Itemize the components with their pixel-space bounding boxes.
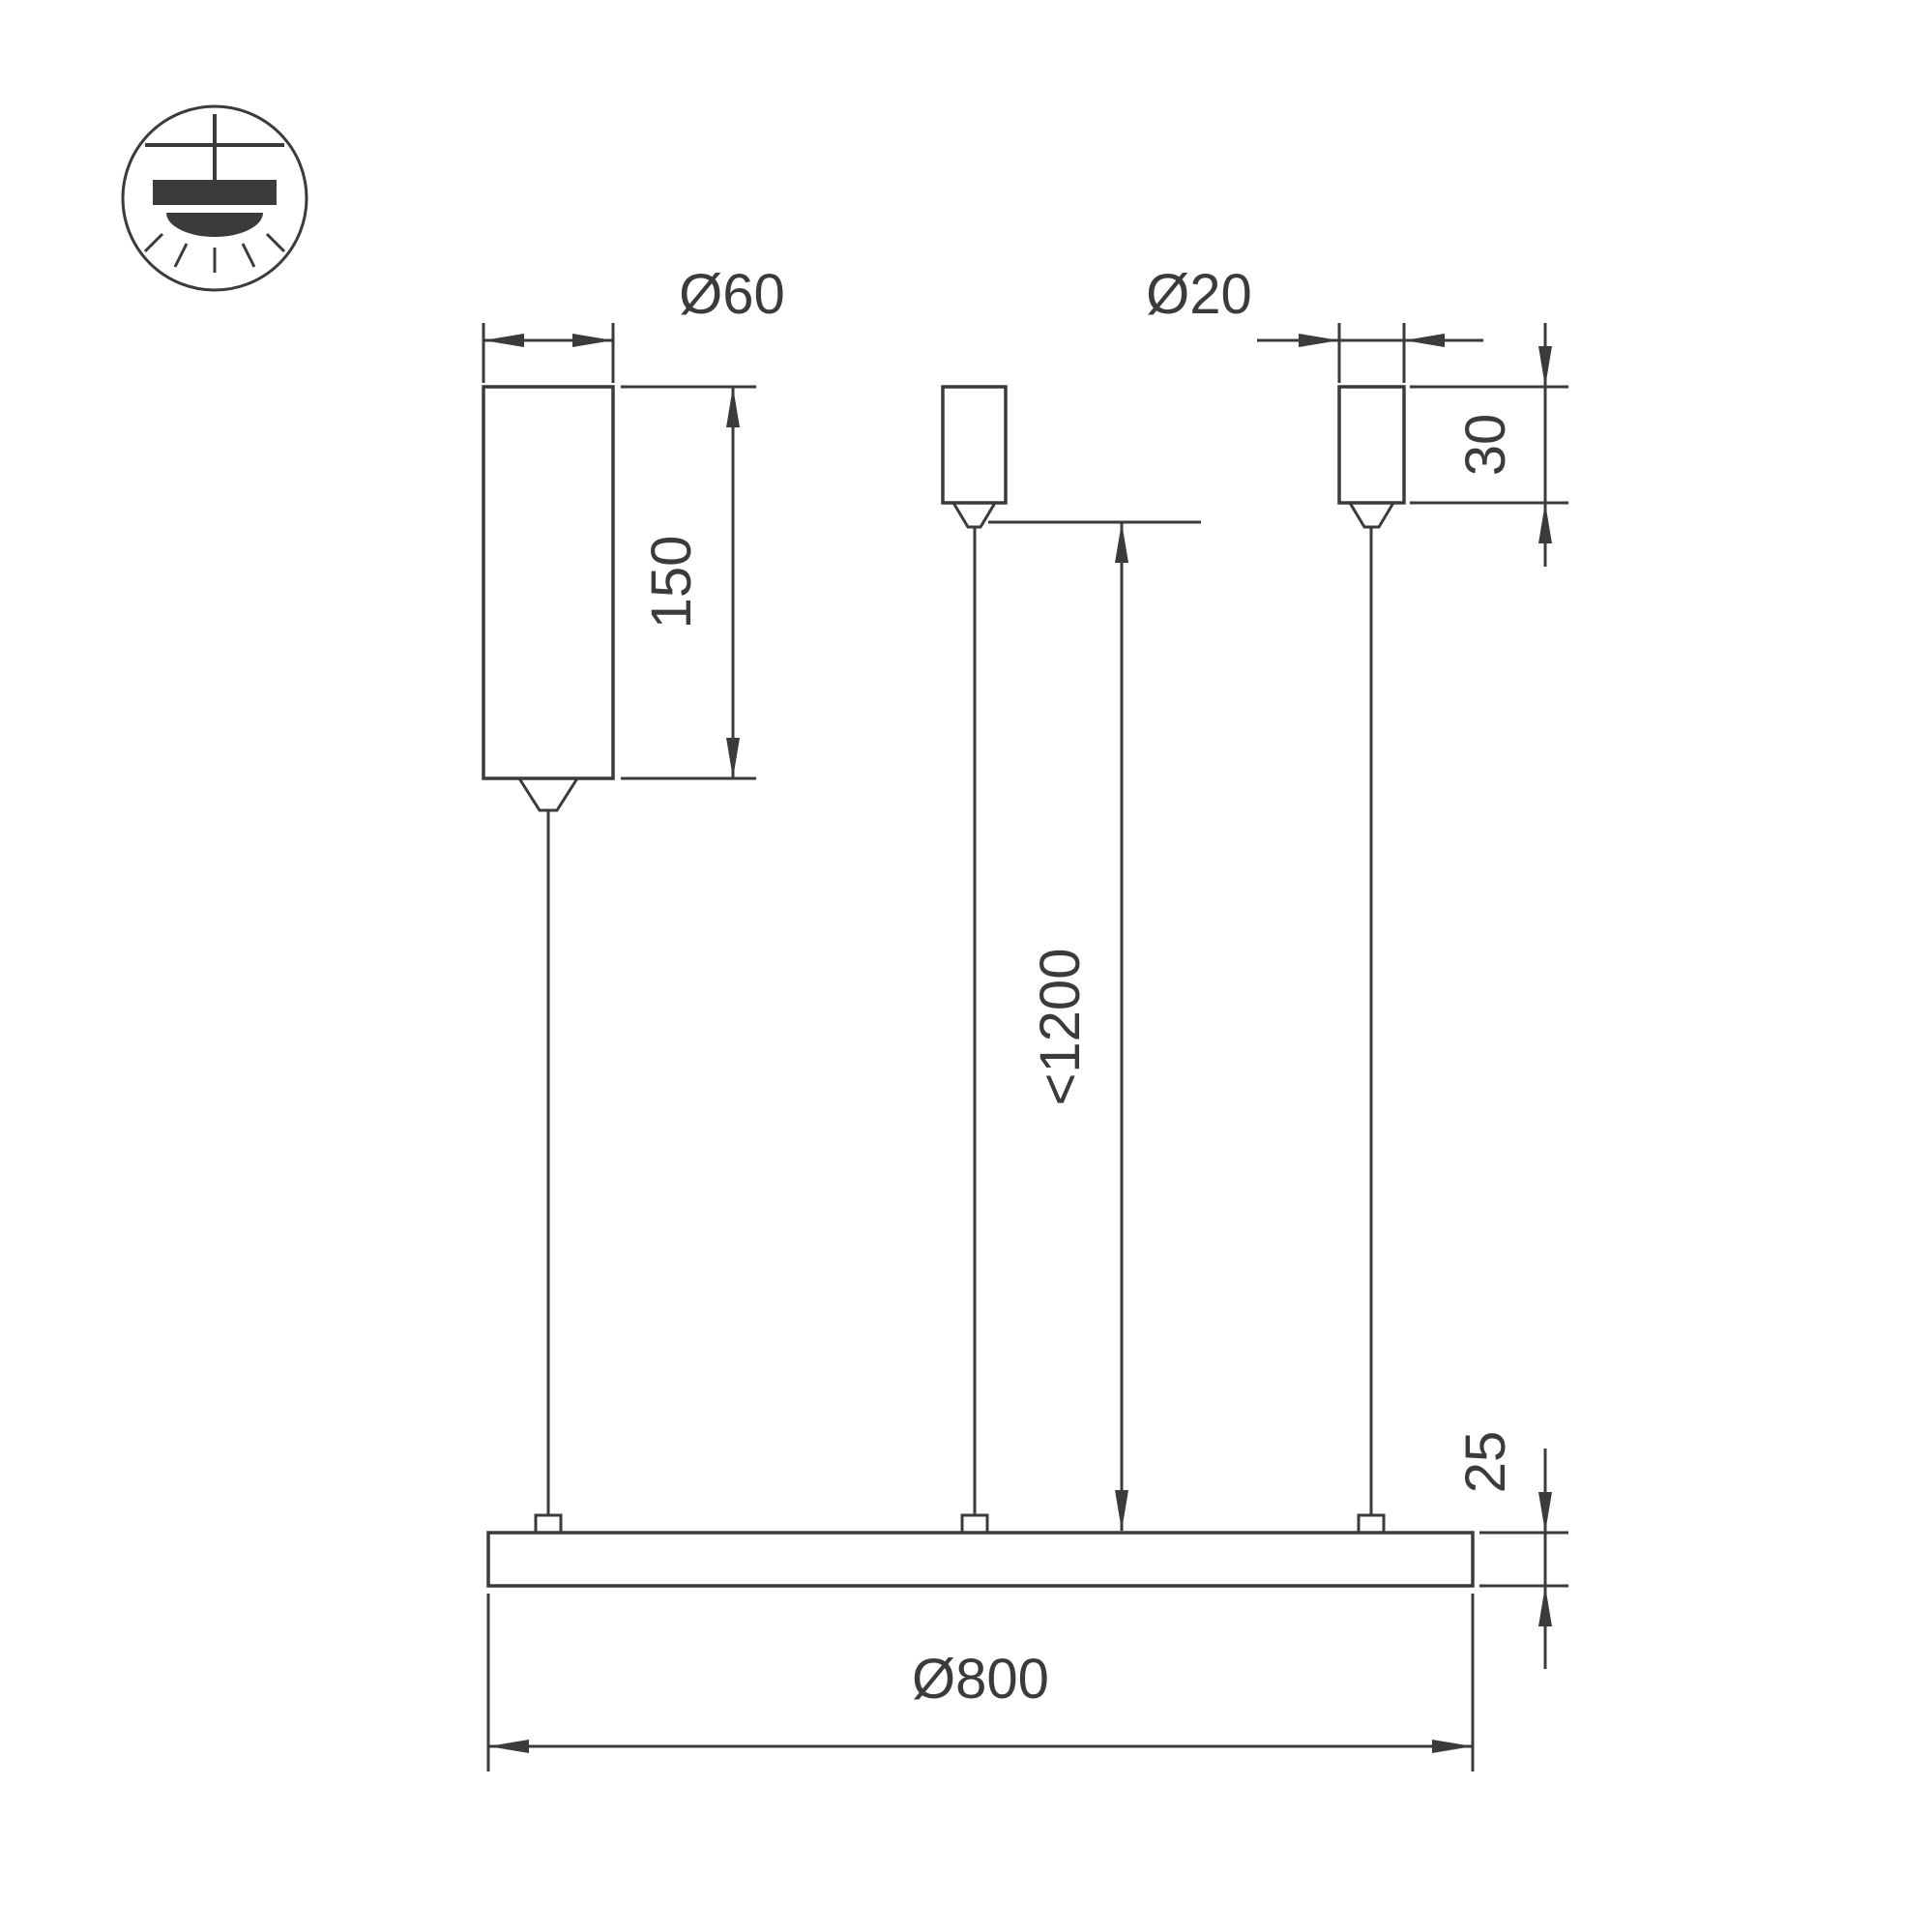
- dimension-label-canopy-diameter: Ø20: [1146, 263, 1252, 326]
- icon-lamp-shade: [153, 180, 277, 205]
- canopy-cone-middle: [951, 501, 998, 529]
- dimension-canopy-height: 30: [1410, 323, 1568, 567]
- icon-light-ray: [265, 232, 286, 253]
- dimension-ring-thickness: 25: [1454, 1431, 1568, 1669]
- driver-unit: [482, 385, 615, 1535]
- dimension-label-driver-height: 150: [640, 536, 703, 629]
- ring-profile: [486, 1531, 1475, 1588]
- dimension-suspension-length: <1200: [988, 520, 1201, 1531]
- wire-gripper-right: [1357, 1513, 1386, 1535]
- icon-circle: [121, 104, 308, 292]
- dimension-driver-diameter: Ø60: [482, 263, 785, 383]
- wire-gripper-left: [534, 1513, 563, 1535]
- ring-luminaire: [486, 1531, 1475, 1588]
- icon-light-ray: [241, 243, 256, 268]
- icon-light-ray: [143, 232, 164, 253]
- driver-body: [482, 385, 615, 780]
- dimension-driver-height: 150: [621, 385, 756, 780]
- pendant-ceiling-mount-icon: [121, 104, 308, 292]
- dimension-label-ring-diameter: Ø800: [912, 1648, 1049, 1711]
- dimension-label-canopy-height: 30: [1454, 414, 1517, 477]
- dimension-label-suspension-length: <1200: [1029, 949, 1092, 1106]
- canopy-body-middle: [941, 385, 1008, 505]
- dimension-label-driver-diameter: Ø60: [679, 263, 785, 326]
- dimension-ring-diameter: Ø800: [486, 1594, 1475, 1771]
- canopy-cone-right: [1347, 501, 1396, 529]
- icon-lamp-diffuser: [166, 213, 263, 237]
- wire-gripper-middle: [960, 1513, 989, 1535]
- canopy-body-right: [1337, 385, 1406, 505]
- dimension-canopy-diameter: Ø20: [1146, 263, 1483, 383]
- dimension-label-ring-thickness: 25: [1454, 1431, 1517, 1494]
- driver-cone: [516, 776, 580, 812]
- canopy-right: [1337, 385, 1406, 1535]
- canopy-middle: [941, 385, 1008, 1535]
- icon-light-ray: [173, 243, 189, 268]
